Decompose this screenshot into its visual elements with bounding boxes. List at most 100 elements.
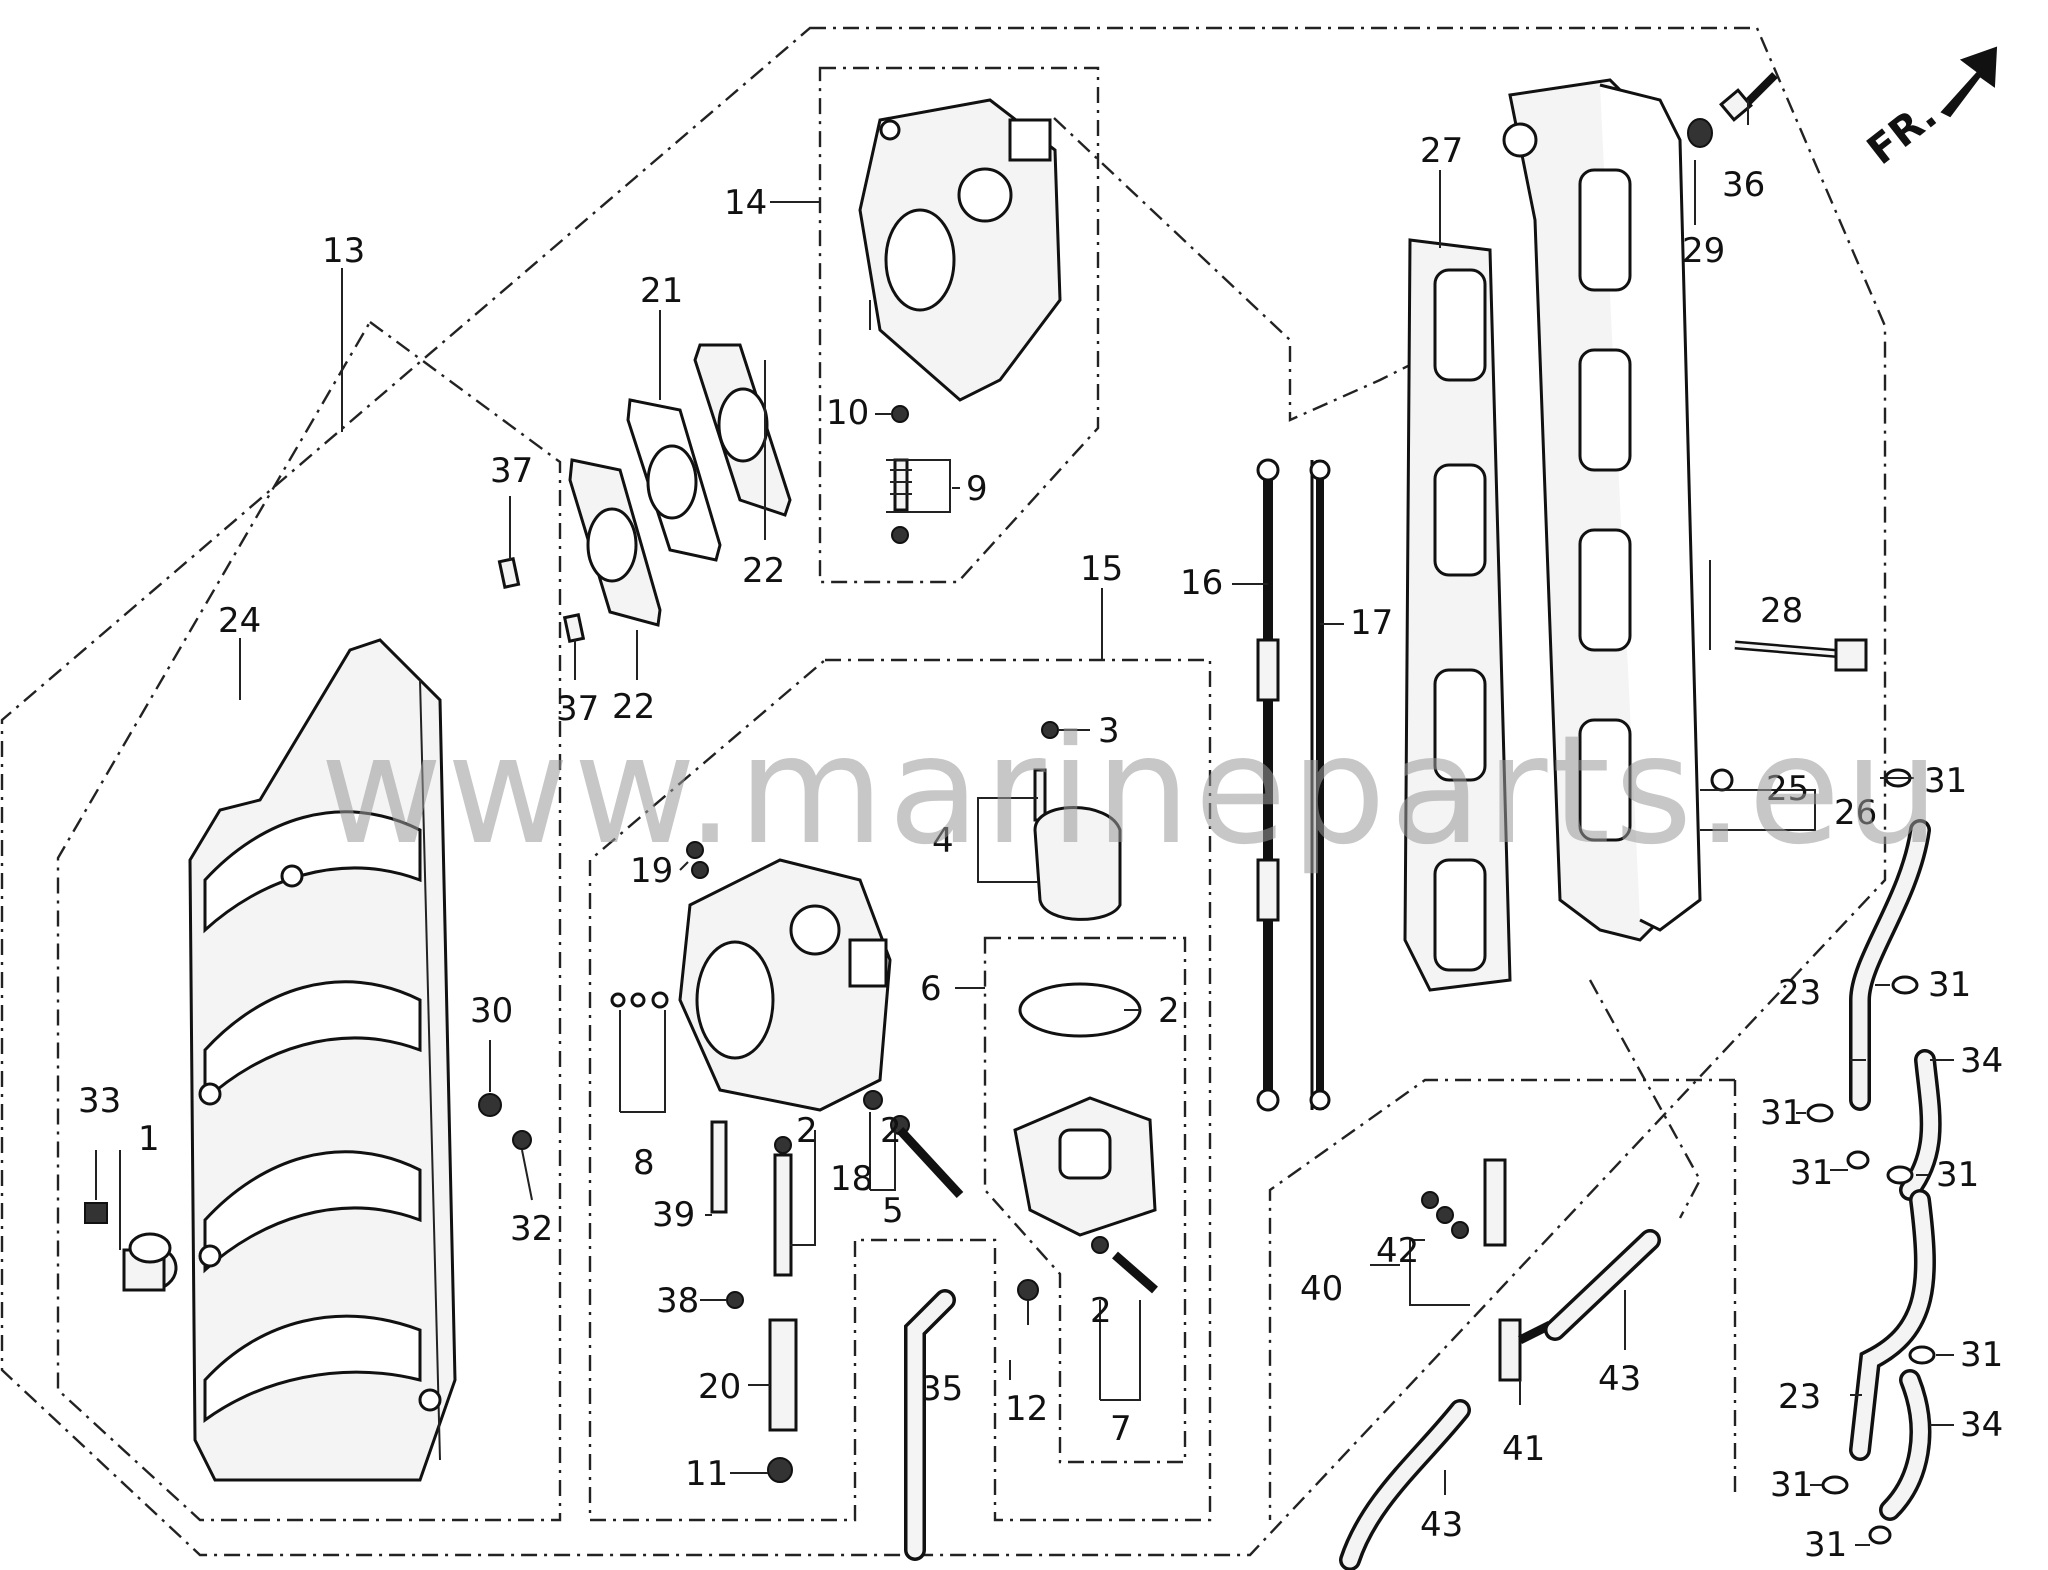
callout-17: 17	[1350, 603, 1393, 643]
callout-31-d: 31	[1790, 1153, 1833, 1193]
float-chamber-part-6	[1013, 982, 1157, 1237]
boundary-carb-link	[1053, 117, 1421, 422]
callout-24: 24	[218, 601, 261, 641]
gasket-plate-part-27	[1403, 238, 1512, 992]
callout-34-lower: 34	[1960, 1405, 2003, 1445]
callout-26: 26	[1834, 793, 1877, 833]
callout-27: 27	[1420, 131, 1463, 171]
callout-31-f: 31	[1960, 1335, 2003, 1375]
boundary-13-main	[0, 26, 1887, 1557]
callout-11: 11	[685, 1454, 728, 1494]
watermark: www.marineparts.eu	[320, 704, 1944, 878]
callout-40: 40	[1300, 1269, 1343, 1309]
callout-7: 7	[1110, 1409, 1132, 1449]
callout-2-screw: 2	[880, 1111, 902, 1151]
bolt-part-36	[1719, 72, 1778, 122]
tube-part-35	[904, 1289, 956, 1561]
tube-parts-40-42	[1421, 1158, 1507, 1247]
hose-part-43-lower	[1339, 1399, 1471, 1570]
leader-lines	[119, 100, 1954, 1546]
forward-arrow-icon	[1940, 46, 1998, 118]
callout-30: 30	[470, 991, 513, 1031]
gasket-part-22-right	[693, 343, 792, 517]
screw-part-32	[512, 1130, 533, 1201]
callout-31-a: 31	[1924, 761, 1967, 801]
hose-part-23-lower	[1849, 1189, 1936, 1461]
callout-31-h: 31	[1804, 1525, 1847, 1565]
screw-part-5	[863, 1090, 964, 1199]
screw-part-19	[686, 841, 709, 879]
callout-10: 10	[826, 393, 869, 433]
callout-13: 13	[322, 231, 365, 271]
callout-9: 9	[966, 469, 988, 509]
boundary-15-carburetor	[588, 658, 1212, 1522]
callout-3: 3	[1098, 711, 1120, 751]
callout-labels: 1 2 2 2 2 2 3 4 5 6 7 8 9 10 11 12 13 14…	[78, 131, 2003, 1565]
screw-part-12	[1017, 1279, 1039, 1325]
callout-22-right: 22	[742, 551, 785, 591]
callout-31-c: 31	[1760, 1093, 1803, 1133]
jet-part-38	[726, 1291, 744, 1309]
carburetor-part-14	[858, 98, 1062, 402]
callout-29: 29	[1682, 231, 1725, 271]
callout-43-lower: 43	[1420, 1505, 1463, 1545]
link-rod-part-17	[1309, 459, 1331, 1111]
callout-18: 18	[830, 1159, 873, 1199]
hose-part-34-lower	[1879, 1369, 1932, 1521]
callout-15: 15	[1080, 549, 1123, 589]
boundary-43-hose-link	[1588, 979, 1702, 1219]
hose-clips-part-31	[1806, 768, 1936, 1545]
assembly-boundaries	[0, 26, 1887, 1557]
callout-31-g: 31	[1770, 1465, 1813, 1505]
link-rod-part-16	[1256, 458, 1280, 1112]
callout-37-upper: 37	[490, 451, 533, 491]
forward-direction-marker: FR.	[1859, 46, 1998, 174]
callout-23-lower: 23	[1778, 1377, 1821, 1417]
callout-4: 4	[932, 821, 954, 861]
bolt-part-33	[84, 1150, 108, 1224]
callout-36: 36	[1722, 165, 1765, 205]
callout-34-upper: 34	[1960, 1041, 2003, 1081]
washer-part-29	[1687, 118, 1713, 148]
callout-16: 16	[1180, 563, 1223, 603]
jet-parts-8	[610, 991, 669, 1009]
callout-37-lower: 37	[556, 689, 599, 729]
direction-label: FR.	[1859, 92, 1946, 174]
callout-38: 38	[656, 1281, 699, 1321]
main-jet-part-11	[767, 1457, 793, 1483]
callout-35: 35	[920, 1369, 963, 1409]
callout-31-e: 31	[1936, 1155, 1979, 1195]
needle-part-39	[710, 1120, 728, 1214]
callout-28: 28	[1760, 591, 1803, 631]
cylinder-cover-block	[1502, 78, 1702, 942]
gasket-part-21	[626, 398, 722, 562]
callout-6: 6	[920, 969, 942, 1009]
dowel-pin-part-37-upper	[497, 557, 521, 589]
callout-1: 1	[138, 1119, 160, 1159]
hose-part-43-upper	[1544, 1229, 1661, 1341]
boundary-14-carburetor	[818, 66, 1100, 584]
callout-2-drain: 2	[1090, 1291, 1112, 1331]
callout-5: 5	[882, 1191, 904, 1231]
dowel-pin-part-37-lower	[562, 613, 586, 643]
bolt-part-28	[1734, 638, 1868, 672]
callout-19: 19	[630, 851, 673, 891]
intake-manifold-part-24	[188, 638, 457, 1482]
callout-21: 21	[640, 271, 683, 311]
float-part-4	[1033, 768, 1122, 921]
callout-2-float-chamber: 2	[1158, 991, 1180, 1031]
callout-43-upper: 43	[1598, 1359, 1641, 1399]
grommet-part-1	[122, 1232, 178, 1292]
callout-2-needle: 2	[796, 1111, 818, 1151]
callout-39: 39	[652, 1195, 695, 1235]
callout-22-left: 22	[612, 687, 655, 727]
hose-part-23-upper	[1849, 819, 1931, 1111]
boundary-hose-group	[1268, 1078, 1735, 1520]
boundary-24-intake-manifold	[56, 320, 562, 1522]
callout-12: 12	[1005, 1389, 1048, 1429]
callout-25: 25	[1766, 769, 1809, 809]
hose-part-34-upper	[1899, 1049, 1942, 1201]
boundary-6-float-chamber	[983, 936, 1187, 1464]
